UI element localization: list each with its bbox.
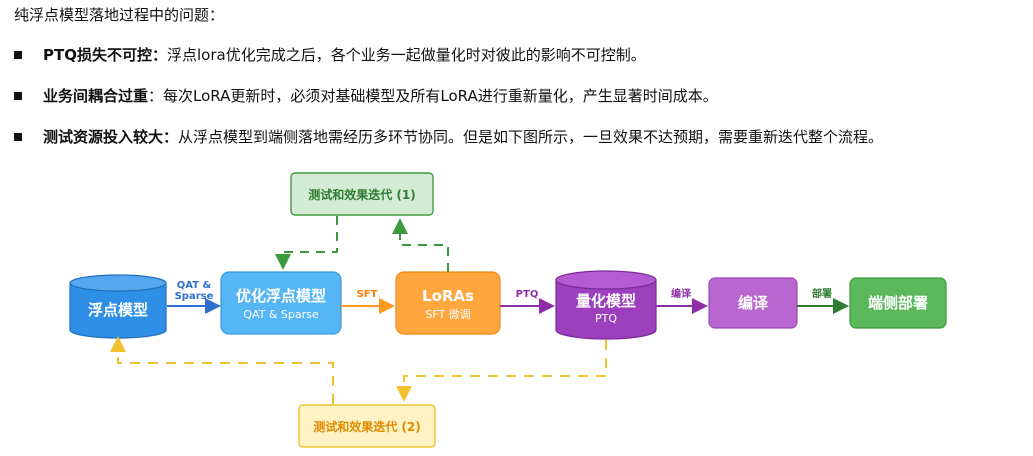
problem-sep: ： — [148, 87, 164, 105]
edge-ptq: PTQ — [500, 289, 555, 314]
problem-item-testing: 测试资源投入较大：从浮点模型到端侧落地需经历多环节协同。但是如下图所示，一旦效果… — [14, 126, 883, 147]
problem-title: 测试资源投入较大 — [43, 128, 164, 146]
edge-qat-sparse: QAT & Sparse — [167, 280, 221, 314]
edge-compile: 编译 — [656, 287, 708, 314]
loras-node: LoRAs SFT 微调 — [395, 271, 501, 335]
edge-label: PTQ — [516, 289, 539, 300]
quantized-model-label: 量化模型 — [576, 292, 636, 310]
test-iteration-1-node: 测试和效果迭代 (1) — [290, 172, 434, 216]
device-deploy-label: 端侧部署 — [868, 294, 928, 312]
edge-label: 部署 — [812, 287, 832, 300]
float-model-label: 浮点模型 — [88, 301, 148, 319]
intro-text: 纯浮点模型落地过程中的问题： — [14, 6, 225, 24]
problem-text: 从浮点模型到端侧落地需经历多环节协同。但是如下图所示，一旦效果不达预期，需要重新… — [178, 128, 884, 146]
edge-label: SFT — [357, 289, 378, 300]
problem-sep: ： — [151, 46, 167, 64]
optimized-model-sub: QAT & Sparse — [243, 308, 319, 321]
edge-sft: SFT — [341, 289, 395, 314]
test-iteration-1-label: 测试和效果迭代 (1) — [308, 187, 416, 202]
problem-text: 每次LoRA更新时，必须对基础模型及所有LoRA进行重新量化，产生显著时间成本。 — [163, 87, 718, 105]
optimized-model-label: 优化浮点模型 — [236, 287, 326, 305]
bullet-square-icon — [14, 132, 22, 141]
quantized-model-node: 量化模型 PTQ — [555, 270, 657, 340]
test-iteration-2-label: 测试和效果迭代 (2) — [313, 419, 421, 434]
loras-sub: SFT 微调 — [425, 307, 470, 321]
loop-1-from-loras — [392, 218, 449, 272]
loop-2-from-quantized — [396, 340, 607, 402]
problem-sep: ： — [163, 128, 179, 146]
problem-item-coupling: 业务间耦合过重：每次LoRA更新时，必须对基础模型及所有LoRA进行重新量化，产… — [14, 85, 718, 106]
bullet-square-icon — [14, 91, 22, 100]
edge-label: Sparse — [175, 291, 214, 302]
compile-node: 编译 — [708, 277, 798, 329]
bullet-square-icon — [14, 50, 22, 59]
problem-item-ptq: PTQ损失不可控：浮点lora优化完成之后，各个业务一起做量化时对彼此的影响不可… — [14, 44, 646, 65]
float-model-node: 浮点模型 — [69, 274, 167, 339]
device-deploy-node: 端侧部署 — [849, 277, 947, 329]
quantized-model-sub: PTQ — [595, 312, 617, 325]
loop-1-to-optimized — [275, 216, 338, 270]
compile-label: 编译 — [738, 294, 769, 312]
problem-title: 业务间耦合过重 — [43, 87, 149, 105]
optimized-model-node: 优化浮点模型 QAT & Sparse — [220, 271, 342, 335]
test-iteration-2-node: 测试和效果迭代 (2) — [298, 404, 436, 448]
loop-2-to-float — [110, 336, 334, 404]
problem-title: PTQ损失不可控 — [43, 46, 152, 64]
edge-label: 编译 — [671, 287, 692, 300]
problem-text: 浮点lora优化完成之后，各个业务一起做量化时对彼此的影响不可控制。 — [167, 46, 646, 64]
edge-label: QAT & — [177, 280, 212, 291]
edge-deploy: 部署 — [797, 287, 849, 314]
loras-label: LoRAs — [422, 287, 474, 305]
